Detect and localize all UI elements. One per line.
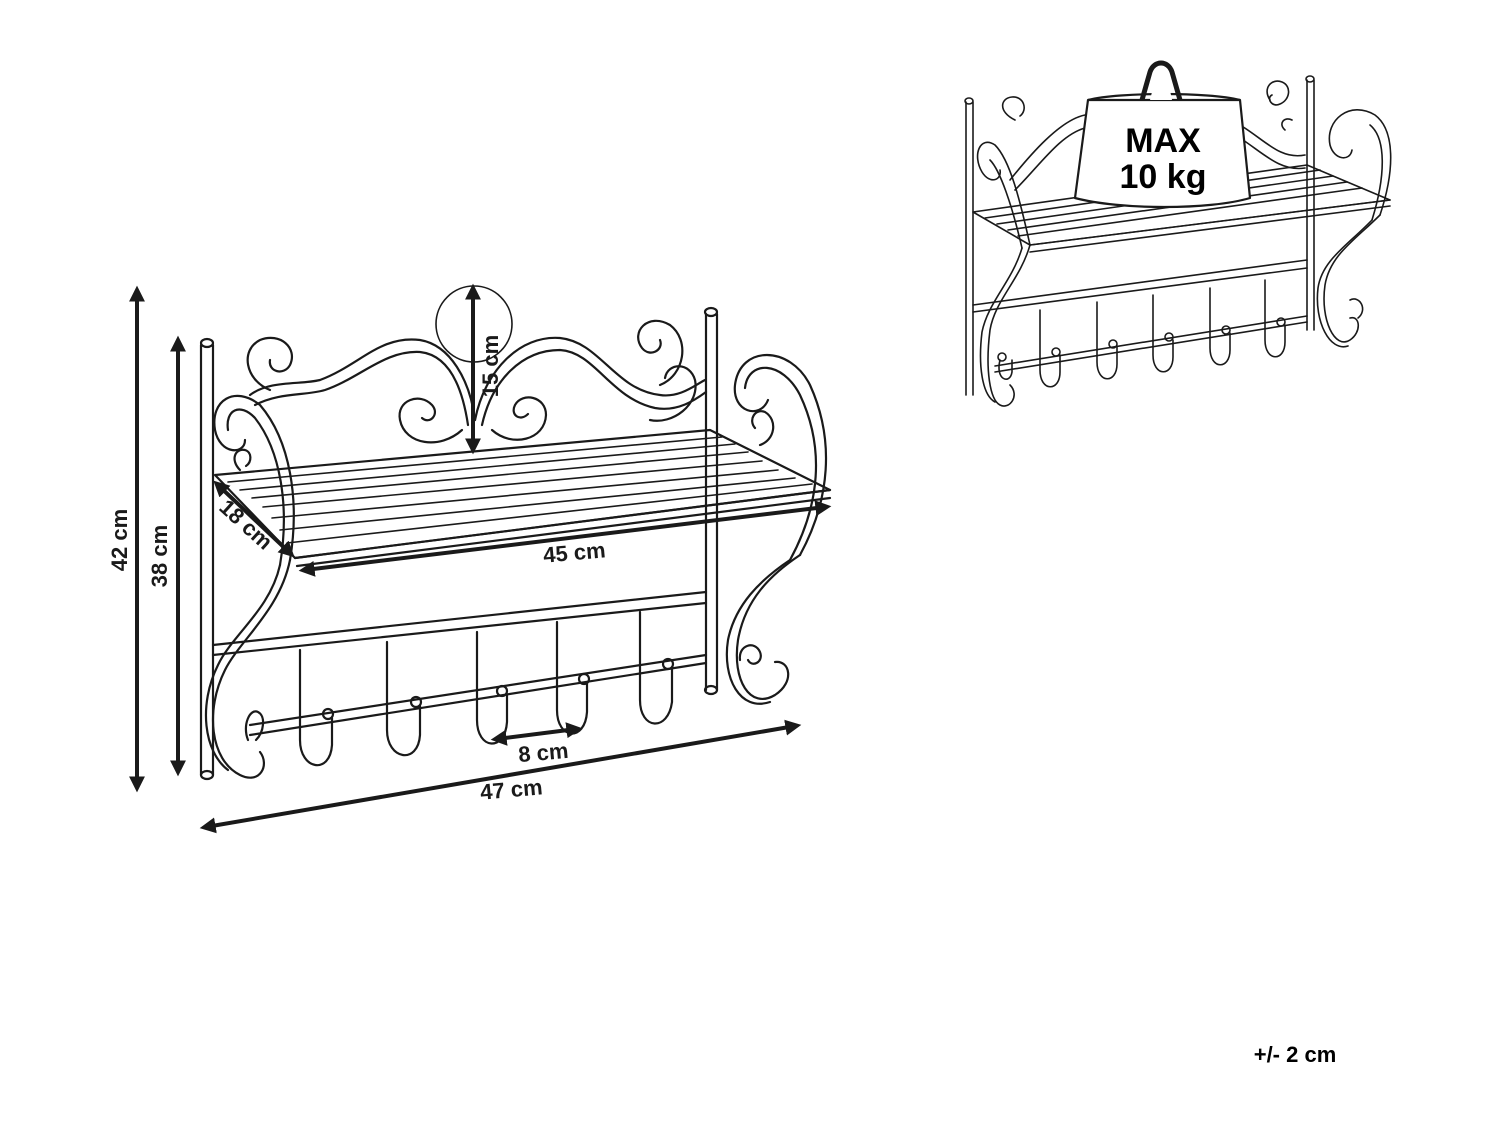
label-hook-spacing: 8 cm — [517, 738, 569, 767]
label-crest-height: 15 cm — [478, 335, 503, 397]
decorative-crest — [246, 319, 708, 444]
small-hooks — [997, 279, 1286, 388]
arrow-total-width — [199, 719, 802, 834]
arrow-shelf-width — [298, 500, 832, 577]
label-total-width: 47 cm — [479, 774, 543, 804]
dimension-arrows — [129, 283, 832, 834]
wall-rack-drawing-large: 42 cm 38 cm 15 cm 18 cm 45 cm 8 cm 47 cm — [107, 283, 832, 834]
label-height-frame: 38 cm — [147, 525, 172, 587]
arrow-depth — [213, 480, 295, 558]
label-depth: 18 cm — [214, 494, 277, 554]
label-height-total: 42 cm — [107, 509, 132, 571]
crest-height-marker — [435, 285, 513, 363]
back-post-right — [703, 306, 719, 696]
load-label-max: MAX — [1125, 122, 1201, 160]
tolerance-note: +/- 2 cm — [1254, 1042, 1337, 1067]
weight-icon — [1073, 60, 1252, 209]
side-arm-right — [725, 353, 828, 705]
wall-rack-drawing-small: MAX 10 kg — [964, 60, 1392, 407]
hook-rail — [211, 590, 708, 737]
load-label-weight: 10 kg — [1120, 158, 1207, 196]
label-shelf-width: 45 cm — [542, 537, 606, 567]
